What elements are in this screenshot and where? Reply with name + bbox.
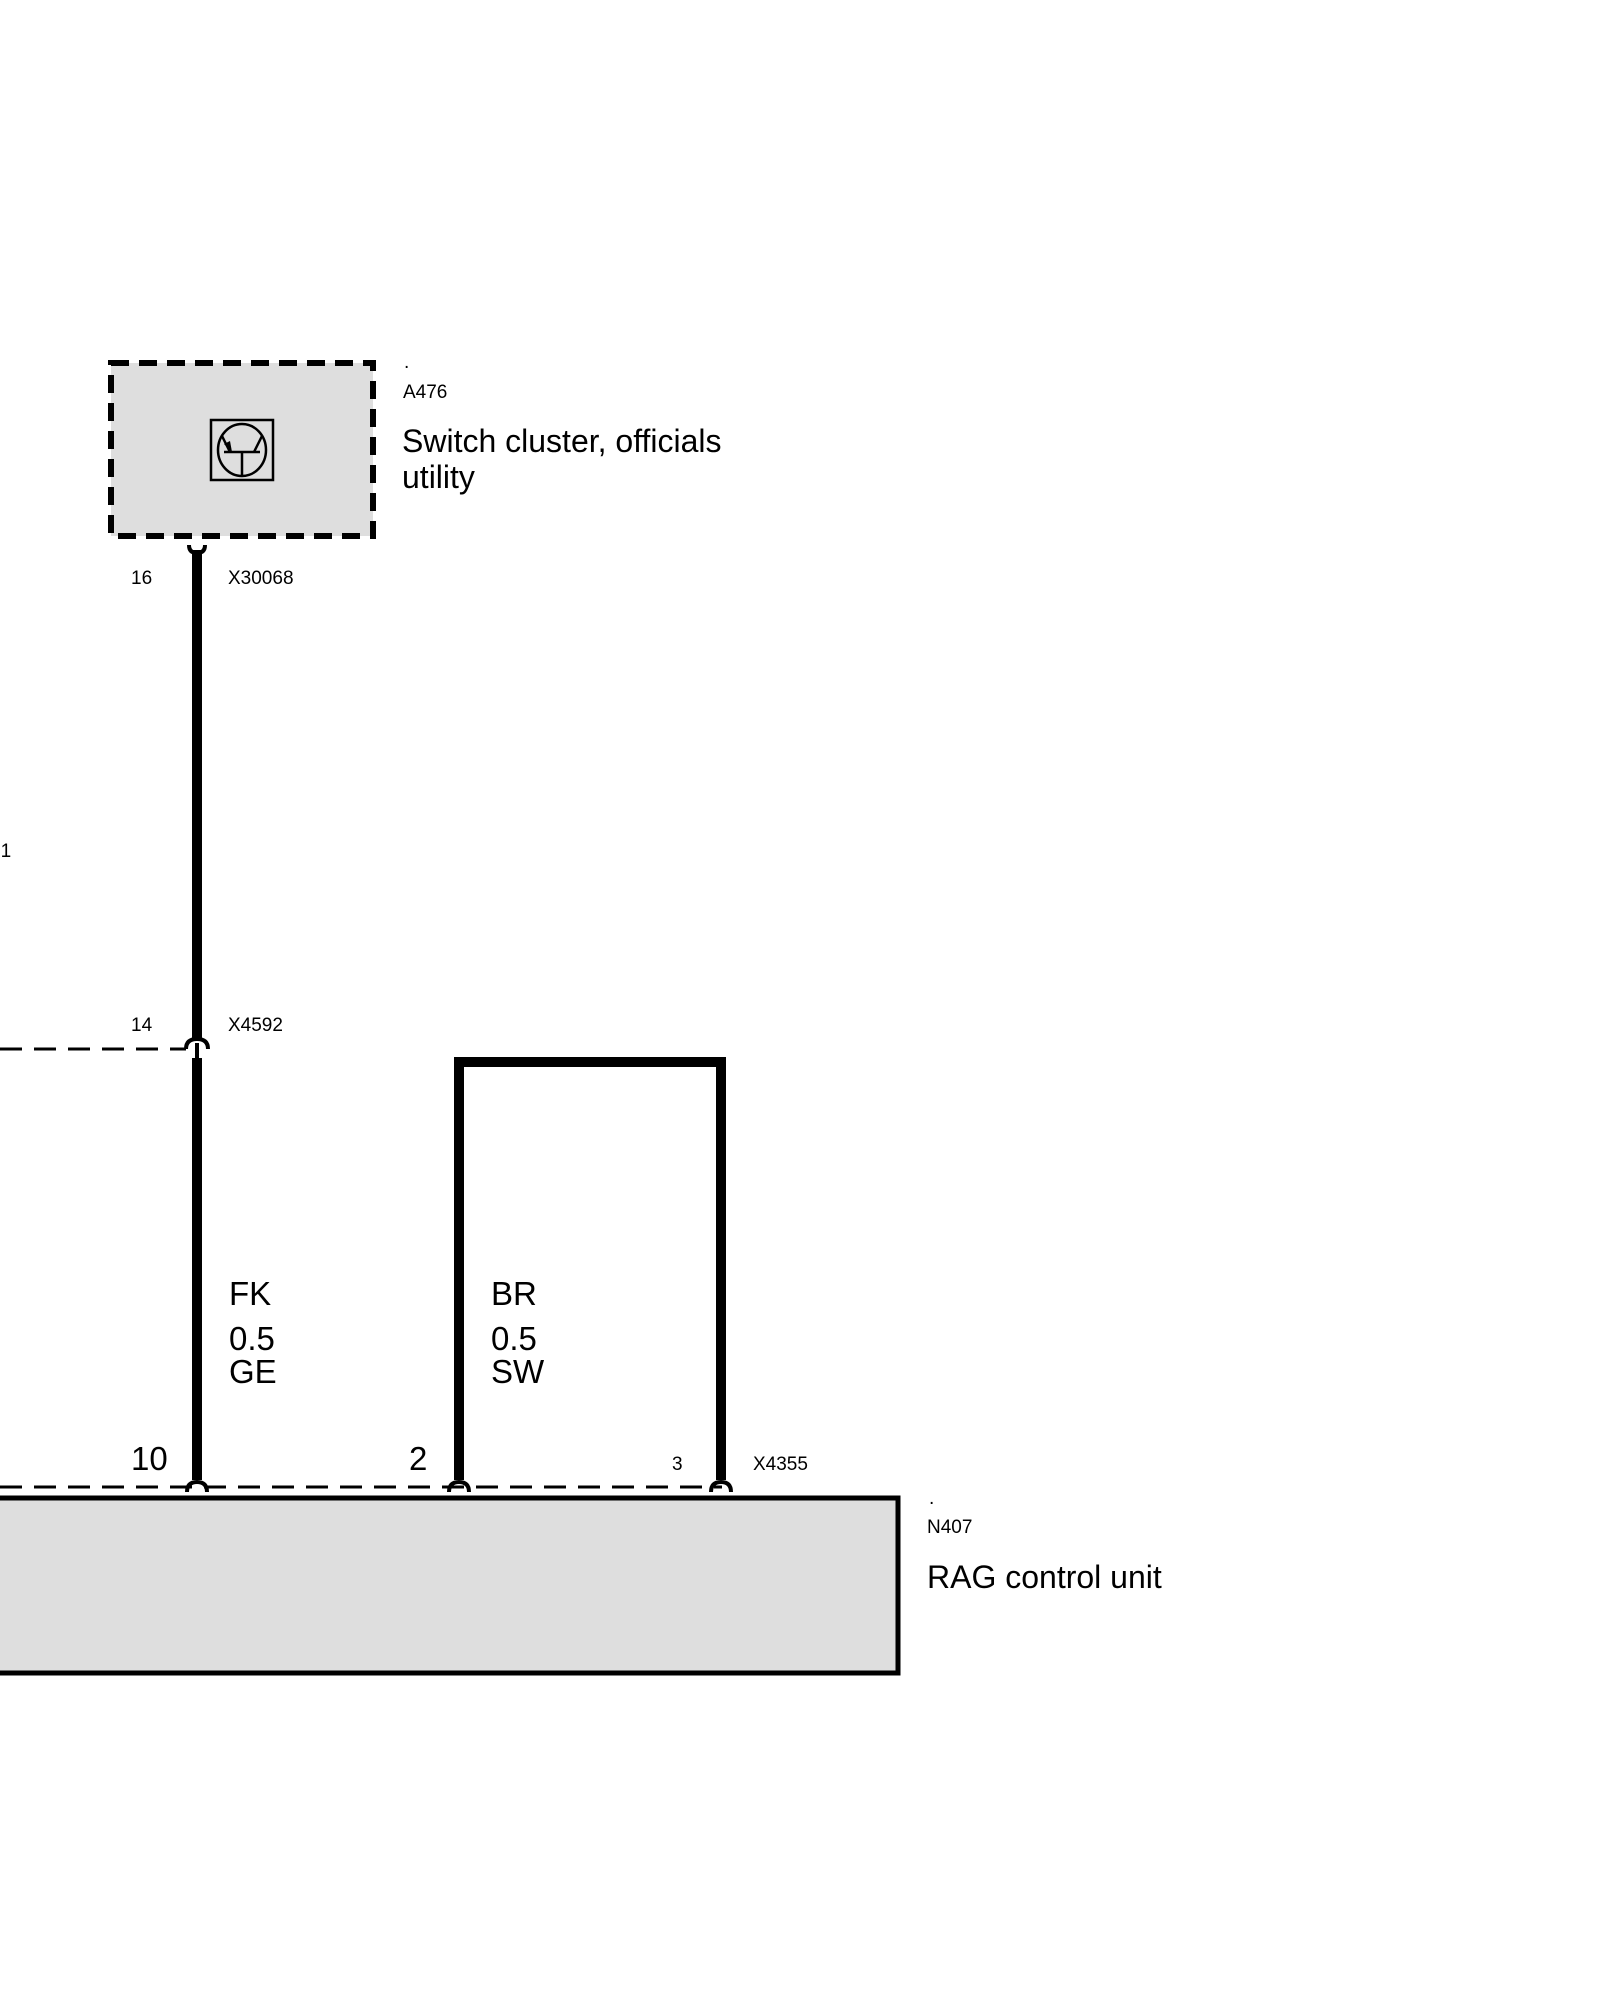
x4592-pin: 14: [131, 1015, 153, 1036]
wire-left-color: GE: [229, 1353, 277, 1390]
connector-x4355-symbols: [185, 1479, 733, 1493]
rag-control-unit-box[interactable]: [0, 1495, 901, 1676]
transistor-icon: [209, 418, 275, 482]
n407-dot: .: [929, 1488, 934, 1509]
wire-loop-color: SW: [491, 1353, 545, 1390]
wire-loop-code: BR: [491, 1275, 537, 1312]
x30068-pin: 16: [131, 568, 152, 589]
wire-left-code: FK: [229, 1275, 271, 1312]
wire-left-size: 0.5: [229, 1320, 275, 1357]
x4355-name: X4355: [753, 1454, 808, 1475]
offscreen-label: 51: [0, 841, 11, 862]
a476-dot: .: [404, 352, 409, 373]
n407-title: RAG control unit: [927, 1559, 1162, 1595]
n407-id: N407: [927, 1517, 972, 1538]
switch-cluster-box[interactable]: [108, 360, 376, 539]
wire-loop-size: 0.5: [491, 1320, 537, 1357]
wire-br-sw-loop[interactable]: [454, 1057, 726, 1480]
a476-title-line1: Switch cluster, officials: [402, 423, 722, 459]
a476-id: A476: [403, 382, 447, 403]
x4355-pin-10: 10: [131, 1440, 168, 1477]
x4355-pin-2: 2: [409, 1440, 427, 1477]
a476-title-line2: utility: [402, 459, 475, 495]
connector-x4592-symbol: [184, 1036, 210, 1050]
x30068-name: X30068: [228, 568, 294, 589]
x4592-name: X4592: [228, 1015, 283, 1036]
x4355-pin-3: 3: [672, 1454, 683, 1475]
